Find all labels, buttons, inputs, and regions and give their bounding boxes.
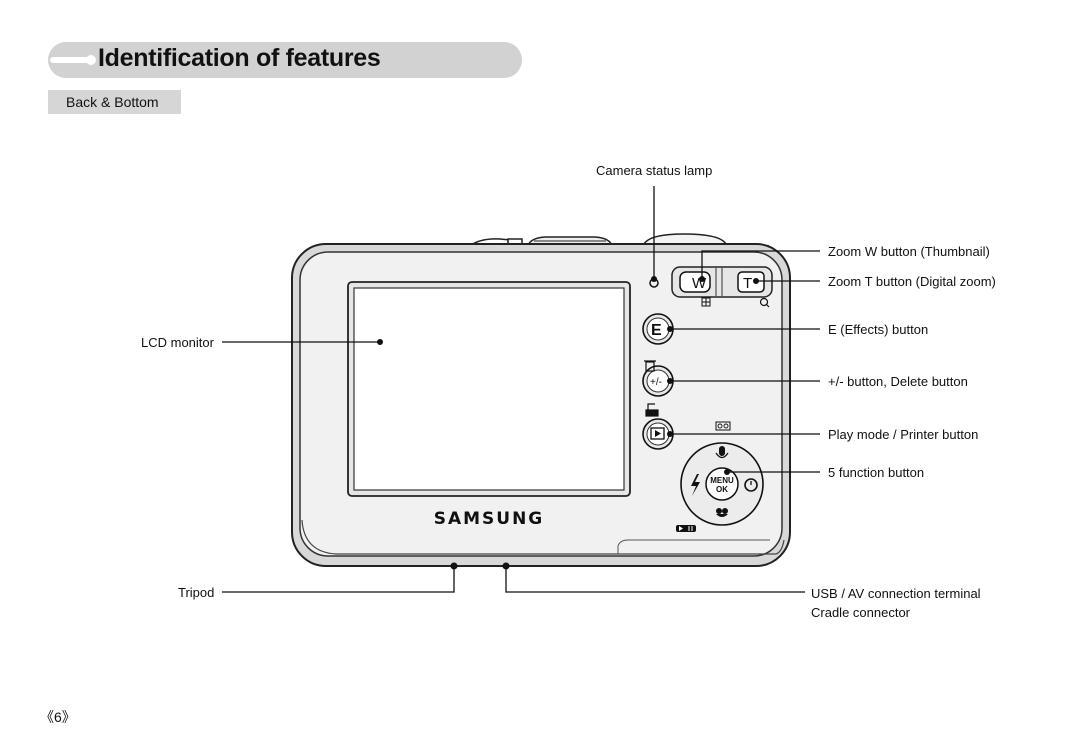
zoom-t-button[interactable] bbox=[737, 271, 765, 293]
leader-lines bbox=[222, 186, 820, 593]
effects-button[interactable]: E bbox=[642, 313, 674, 345]
title-bullet-dot bbox=[86, 55, 96, 65]
zoom-t-label: T bbox=[743, 275, 752, 292]
plusminus-button[interactable]: +/- bbox=[642, 365, 674, 397]
label-effects: E (Effects) button bbox=[828, 322, 929, 337]
voice-memo-icon bbox=[715, 421, 731, 431]
zoom-rocker: W T bbox=[671, 266, 773, 308]
ok-label: OK bbox=[716, 485, 728, 494]
label-play: Play mode / Printer button bbox=[828, 427, 979, 442]
magnifier-icon bbox=[759, 297, 769, 307]
label-cradle: Cradle connector bbox=[811, 605, 910, 620]
flash-icon bbox=[691, 474, 700, 496]
section-title: Back & Bottom bbox=[66, 94, 159, 110]
five-function-pad[interactable]: MENU OK bbox=[680, 442, 764, 526]
macro-icon bbox=[716, 508, 728, 517]
label-lcd: LCD monitor bbox=[141, 335, 214, 350]
title-bar bbox=[48, 42, 522, 78]
self-timer-icon bbox=[744, 478, 758, 492]
title-bullet-line bbox=[50, 57, 92, 63]
menu-label: MENU bbox=[710, 476, 734, 485]
label-usb: USB / AV connection terminal bbox=[811, 586, 981, 601]
brand-logo: SAMSUNG bbox=[434, 509, 545, 529]
section-tab bbox=[48, 90, 181, 114]
label-status-lamp: Camera status lamp bbox=[596, 163, 713, 178]
printer-icon bbox=[645, 403, 659, 417]
label-tripod: Tripod bbox=[178, 585, 215, 600]
page-title: Identification of features bbox=[98, 44, 381, 72]
delete-icon bbox=[644, 360, 656, 372]
microphone-icon bbox=[715, 446, 729, 459]
label-plusminus: +/- button, Delete button bbox=[828, 374, 968, 389]
lcd-monitor bbox=[347, 281, 631, 497]
effects-label: E bbox=[651, 322, 662, 339]
leader-dots bbox=[377, 276, 759, 570]
play-pause-icon bbox=[676, 525, 696, 532]
svg-text:+/-: +/- bbox=[650, 377, 662, 388]
label-zoom-w: Zoom W button (Thumbnail) bbox=[828, 244, 990, 259]
menu-ok-button[interactable] bbox=[705, 467, 739, 501]
page-number: 《6》 bbox=[40, 709, 76, 725]
label-five-function: 5 function button bbox=[828, 465, 925, 480]
play-button[interactable] bbox=[642, 418, 674, 450]
label-zoom-t: Zoom T button (Digital zoom) bbox=[828, 274, 996, 289]
